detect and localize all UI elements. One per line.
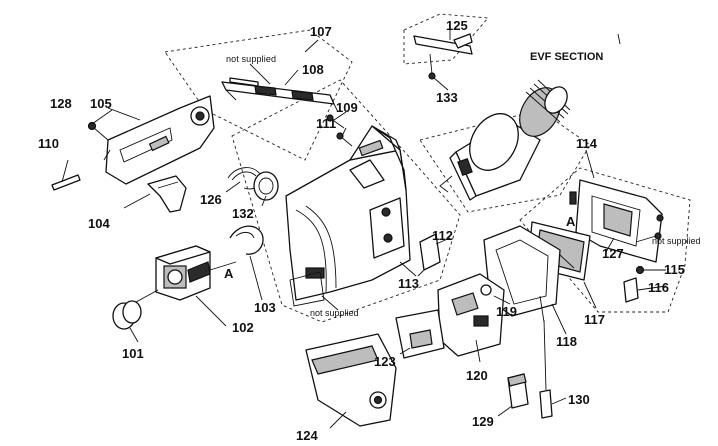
note-not-supplied-right: not supplied <box>652 236 701 246</box>
label-118: 118 <box>556 334 577 349</box>
part-130-strip <box>539 319 553 419</box>
part-111-screw <box>336 132 353 147</box>
label-113: 113 <box>398 276 419 291</box>
part-116-clip <box>623 277 639 303</box>
part-112-bracket <box>417 233 441 277</box>
part-evf-barrel <box>439 79 571 201</box>
part-123-board <box>395 309 445 359</box>
label-109: 109 <box>336 100 358 115</box>
label-108: 108 <box>302 62 324 77</box>
label-126: 126 <box>200 192 222 207</box>
part-102-lens-block <box>155 245 237 301</box>
part-105-side-board <box>103 95 215 185</box>
part-120-board <box>437 273 505 357</box>
note-not-supplied-bottom: not supplied <box>310 308 359 318</box>
marker-a-right: A <box>566 214 576 229</box>
label-103: 103 <box>254 300 276 315</box>
note-not-supplied-top: not supplied <box>226 54 276 64</box>
group-boundary-114 <box>519 167 691 313</box>
part-114-frame <box>569 179 664 263</box>
part-113-chassis <box>285 125 411 307</box>
label-119: 119 <box>496 304 517 319</box>
part-125-bracket <box>413 33 473 80</box>
marker-a-left: A <box>224 266 234 281</box>
part-115-screw <box>635 265 645 275</box>
label-111: 111 <box>316 116 336 131</box>
part-132-ring <box>253 171 279 201</box>
label-124: 124 <box>296 428 318 443</box>
label-107: 107 <box>310 24 332 39</box>
label-105: 105 <box>90 96 112 111</box>
group-boundary-chassis <box>231 79 461 323</box>
part-109-screw <box>326 114 345 129</box>
label-132: 132 <box>232 206 254 221</box>
part-108-rail <box>221 77 339 113</box>
label-125: 125 <box>446 18 468 33</box>
part-101-lens-cap <box>112 289 159 330</box>
evf-section-label: EVF SECTION <box>530 51 603 63</box>
group-boundary-107 <box>164 29 353 161</box>
label-123: 123 <box>374 354 396 369</box>
label-117: 117 <box>584 312 605 327</box>
label-102: 102 <box>232 320 254 335</box>
label-120: 120 <box>466 368 488 383</box>
label-114: 114 <box>576 136 598 151</box>
part-124-grip-cover <box>305 333 397 427</box>
label-127: 127 <box>602 246 624 261</box>
label-129: 129 <box>472 414 494 429</box>
label-110: 110 <box>38 136 59 151</box>
part-128-screw <box>87 121 109 141</box>
label-133: 133 <box>436 90 458 105</box>
part-110-pin <box>51 174 81 191</box>
label-128: 128 <box>50 96 72 111</box>
label-115: 115 <box>664 262 685 277</box>
part-104-flex-cable <box>147 175 187 213</box>
label-112: 112 <box>432 228 453 243</box>
label-130: 130 <box>568 392 590 407</box>
leader-lines <box>61 30 667 429</box>
label-104: 104 <box>88 216 110 231</box>
label-116: 116 <box>648 280 669 295</box>
label-101: 101 <box>122 346 144 361</box>
part-103-gear <box>229 225 264 255</box>
part-129-block <box>507 373 529 409</box>
